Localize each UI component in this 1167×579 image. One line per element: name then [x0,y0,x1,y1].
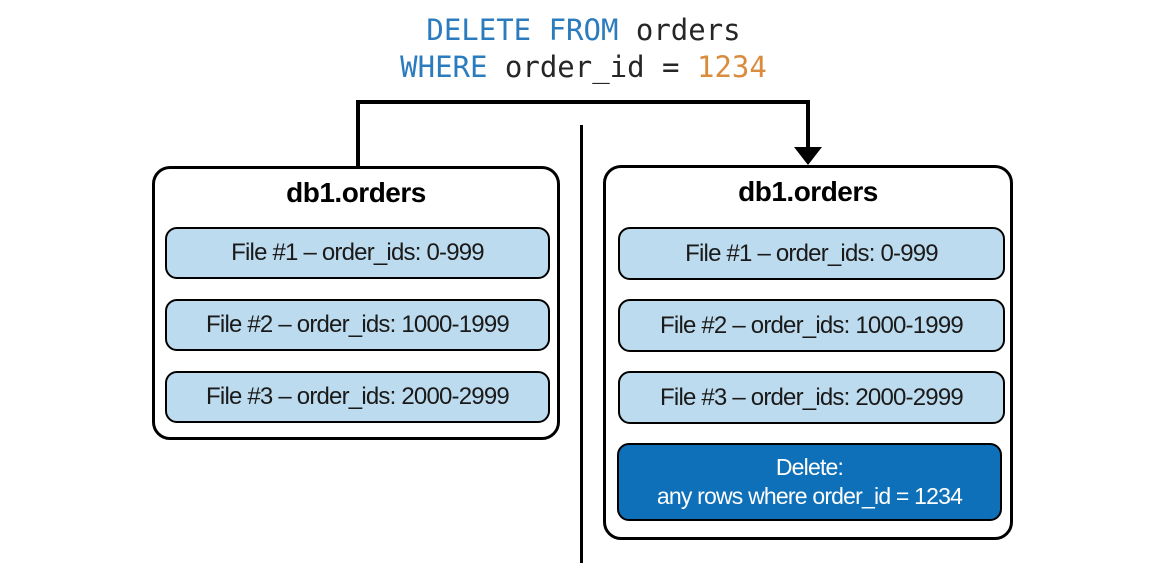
delete-action-line-2: any rows where order_id = 1234 [656,483,963,509]
table-title: db1.orders [286,177,426,208]
delete-action-box: Delete: any rows where order_id = 1234 [617,443,1002,521]
sql-line-2: WHERE order_id = 1234 [0,49,1167,86]
branch-connector-left-leg [356,100,360,167]
sql-line-1: DELETE FROM orders [0,12,1167,49]
branch-connector-right-leg [806,100,810,150]
file-row: File #1 – order_ids: 0-999 [618,227,1005,280]
panel-divider-line [580,125,583,563]
sql-predicate: order_id = [504,50,697,84]
file-row: File #3 – order_ids: 2000-2999 [165,371,550,423]
file-row: File #1 – order_ids: 0-999 [165,227,550,279]
file-row: File #3 – order_ids: 2000-2999 [618,371,1005,424]
sql-query: DELETE FROM orders WHERE order_id = 1234 [0,12,1167,86]
table-panel-after: db1.orders File #1 – order_ids: 0-999 Fi… [603,165,1013,540]
table-panel-before: db1.orders File #1 – order_ids: 0-999 Fi… [152,166,560,440]
branch-connector-horizontal [356,100,810,104]
delete-action-line-1: Delete: [775,454,844,480]
table-title: db1.orders [738,176,878,207]
sql-keyword-where: WHERE [400,50,505,84]
sql-literal-value: 1234 [696,50,767,84]
file-row: File #2 – order_ids: 1000-1999 [165,299,550,351]
sql-keyword-delete-from: DELETE FROM [426,13,636,47]
arrowhead-down-icon [794,147,822,165]
file-row: File #2 – order_ids: 1000-1999 [618,299,1005,352]
sql-table-name: orders [635,13,741,47]
